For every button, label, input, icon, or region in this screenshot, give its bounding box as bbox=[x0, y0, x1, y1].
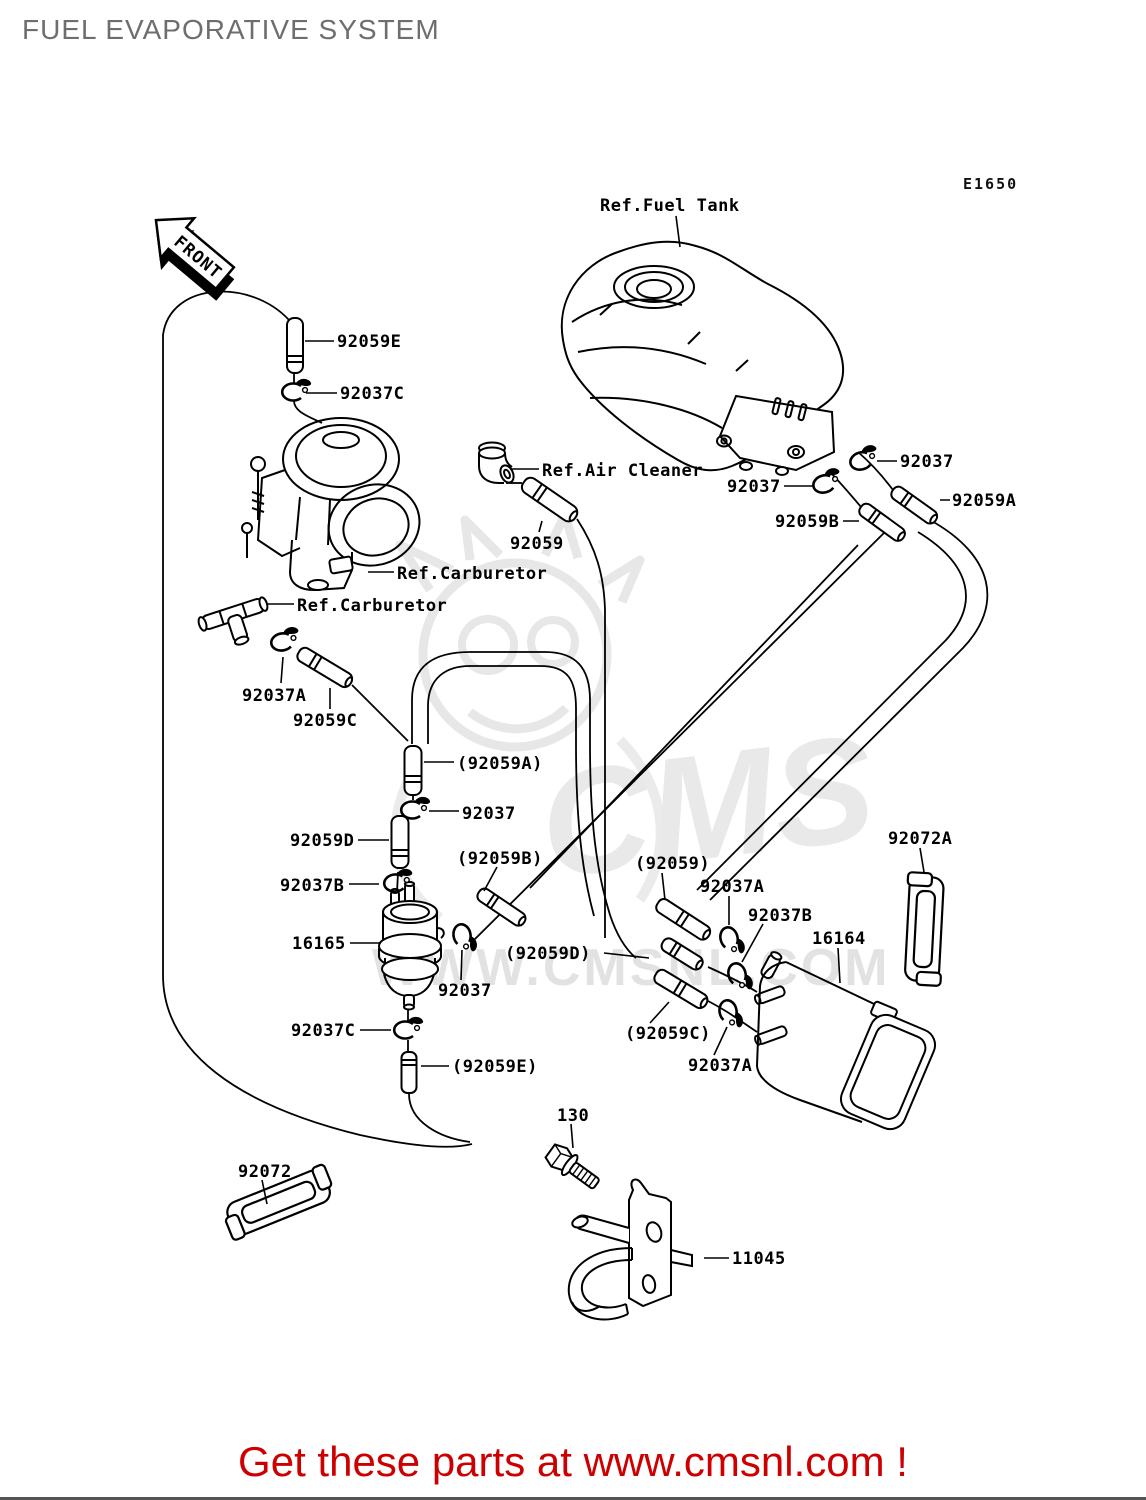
part-label-92059c: (92059C) bbox=[625, 1024, 711, 1044]
part-label-92059b: 92059B bbox=[775, 512, 840, 532]
hose-routing-lines bbox=[162, 290, 989, 1148]
part-label-92059d: 92059D bbox=[290, 831, 355, 851]
hose-92059 bbox=[520, 476, 579, 523]
hose-92059e bbox=[286, 317, 304, 374]
part-label-92037: 92037 bbox=[727, 477, 781, 497]
strap-92072a bbox=[901, 871, 948, 988]
part-label-92059e: 92059E bbox=[337, 332, 402, 352]
part-label-92037a: 92037A bbox=[700, 877, 765, 897]
hose-92059d-paren bbox=[660, 937, 704, 971]
hose-92059b bbox=[858, 502, 906, 542]
part-label-refcarburetor: Ref.Carburetor bbox=[297, 596, 448, 616]
carburetor-drawing bbox=[241, 417, 421, 592]
front-arrow: FRONT bbox=[154, 216, 236, 301]
hose-92059a-paren bbox=[403, 745, 423, 796]
part-label-92037a: 92037A bbox=[688, 1056, 753, 1076]
part-label-92059b: (92059B) bbox=[457, 849, 543, 869]
hose-92059a bbox=[890, 485, 939, 525]
part-label-92059a: (92059A) bbox=[457, 754, 543, 774]
t-fitting-drawing bbox=[197, 596, 269, 646]
fuel-tank-drawing bbox=[560, 240, 845, 476]
watermark-url-text: WWW.CMSNL.COM bbox=[372, 939, 890, 997]
part-label-92072: 92072 bbox=[238, 1162, 292, 1182]
part-label-92059: (92059) bbox=[635, 854, 711, 874]
watermark: CMS WWW.CMSNL.COM bbox=[372, 510, 890, 997]
hose-92059c bbox=[296, 646, 354, 689]
part-label-92037c: 92037C bbox=[340, 384, 405, 404]
bracket-drawing bbox=[567, 1178, 693, 1321]
bottom-edge-line bbox=[0, 1497, 1146, 1500]
hose-92059c-paren bbox=[653, 968, 709, 1010]
part-label-92072a: 92072A bbox=[888, 829, 953, 849]
part-label-92037b: 92037B bbox=[280, 876, 345, 896]
part-label-92059e: (92059E) bbox=[452, 1057, 538, 1077]
footer-link[interactable]: Get these parts at www.cmsnl.com ! bbox=[238, 1438, 908, 1485]
part-label-92059: 92059 bbox=[510, 534, 564, 554]
diagram-code: E1650 bbox=[963, 175, 1019, 193]
part-label-16165: 16165 bbox=[292, 934, 346, 954]
part-label-92037: 92037 bbox=[438, 981, 492, 1001]
fuel-filter-drawing bbox=[378, 881, 445, 1011]
hose-92059-paren bbox=[655, 898, 712, 941]
bolt-drawing bbox=[544, 1143, 600, 1190]
air-cleaner-elbow-drawing bbox=[478, 441, 515, 484]
part-label-92059d: (92059D) bbox=[505, 944, 591, 964]
part-label-92059c: 92059C bbox=[293, 711, 358, 731]
hose-92059d bbox=[390, 815, 410, 869]
part-label-reffuel tank: Ref.Fuel Tank bbox=[600, 196, 740, 216]
canister-drawing bbox=[753, 951, 937, 1131]
part-label-92037: 92037 bbox=[462, 804, 516, 824]
part-label-11045: 11045 bbox=[732, 1249, 786, 1269]
leader-lines bbox=[261, 215, 950, 1259]
hoses-group bbox=[286, 317, 939, 1094]
part-label-16164: 16164 bbox=[812, 929, 866, 949]
part-label-92037: 92037 bbox=[900, 452, 954, 472]
page-title: FUEL EVAPORATIVE SYSTEM bbox=[22, 14, 440, 45]
part-label-refair cleaner: Ref.Air Cleaner bbox=[542, 461, 704, 481]
part-label-92059a: 92059A bbox=[952, 491, 1017, 511]
part-label-refcarburetor: Ref.Carburetor bbox=[397, 564, 548, 584]
hose-92059b-paren bbox=[476, 887, 527, 927]
part-label-92037a: 92037A bbox=[242, 686, 307, 706]
hose-92059e-paren bbox=[400, 1051, 418, 1094]
part-label-92037b: 92037B bbox=[748, 906, 813, 926]
part-label-92037c: 92037C bbox=[291, 1021, 356, 1041]
part-label-130: 130 bbox=[557, 1106, 590, 1126]
